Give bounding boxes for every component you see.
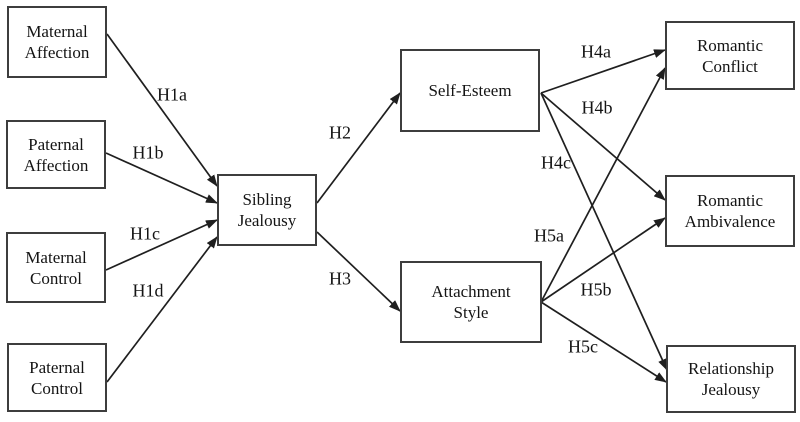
edge-label-h4c: H4c <box>541 152 571 173</box>
edge-label-h3: H3 <box>329 268 351 289</box>
edge-arrow-h1c <box>105 219 218 271</box>
node-label-line: Relationship <box>688 359 774 378</box>
edge-label-h4b: H4b <box>581 97 613 118</box>
node-label-line: Jealousy <box>701 380 761 399</box>
edge-arrow-h5b <box>540 217 666 303</box>
edge-label-h1b: H1b <box>132 142 164 163</box>
edge-arrow-h5c <box>540 301 667 383</box>
edge-label-h5a: H5a <box>534 225 564 246</box>
node-label-line: Ambivalence <box>684 212 776 231</box>
node-label-line: Attachment <box>431 282 511 301</box>
edge-arrow-h3 <box>316 231 401 312</box>
node-label-line: Control <box>30 268 82 288</box>
edge-arrow-h1d <box>106 236 218 383</box>
node-label-line: Jealousy <box>237 211 297 230</box>
node-label-line: Paternal <box>29 357 85 377</box>
node-label-line: Conflict <box>702 56 758 76</box>
node-label-line: Paternal <box>28 134 84 154</box>
edge-arrow-h4b <box>540 92 666 201</box>
node-label-line: Affection <box>23 155 89 175</box>
node-label-line: Sibling <box>242 190 292 209</box>
node-label-line: Romantic <box>696 35 764 55</box>
edge-label-h5b: H5b <box>580 279 612 300</box>
node-label-line: Style <box>453 303 489 322</box>
edge-arrow-h2 <box>316 92 401 204</box>
edge-arrow-h1a <box>106 33 218 187</box>
edge-label-h5c: H5c <box>568 336 598 357</box>
node-label-line: Affection <box>24 43 90 62</box>
edge-arrow-h4c <box>540 92 668 371</box>
node-label-line: Self-Esteem <box>428 81 512 100</box>
edge-arrow-h4a <box>540 49 666 94</box>
edge-arrow-h5a <box>540 67 666 303</box>
edge-label-h2: H2 <box>329 122 351 143</box>
node-label-line: Romantic <box>696 191 764 210</box>
edge-arrow-h1b <box>105 152 218 204</box>
edge-label-h1c: H1c <box>130 223 160 244</box>
node-label-line: Control <box>31 378 83 398</box>
edge-label-h4a: H4a <box>581 41 611 62</box>
edge-label-h1a: H1a <box>157 84 187 105</box>
edge-label-h1d: H1d <box>132 280 164 301</box>
node-label-line: Maternal <box>25 247 87 267</box>
node-label-line: Maternal <box>26 22 88 41</box>
node-self-esteem: Self-Esteem <box>400 49 540 132</box>
